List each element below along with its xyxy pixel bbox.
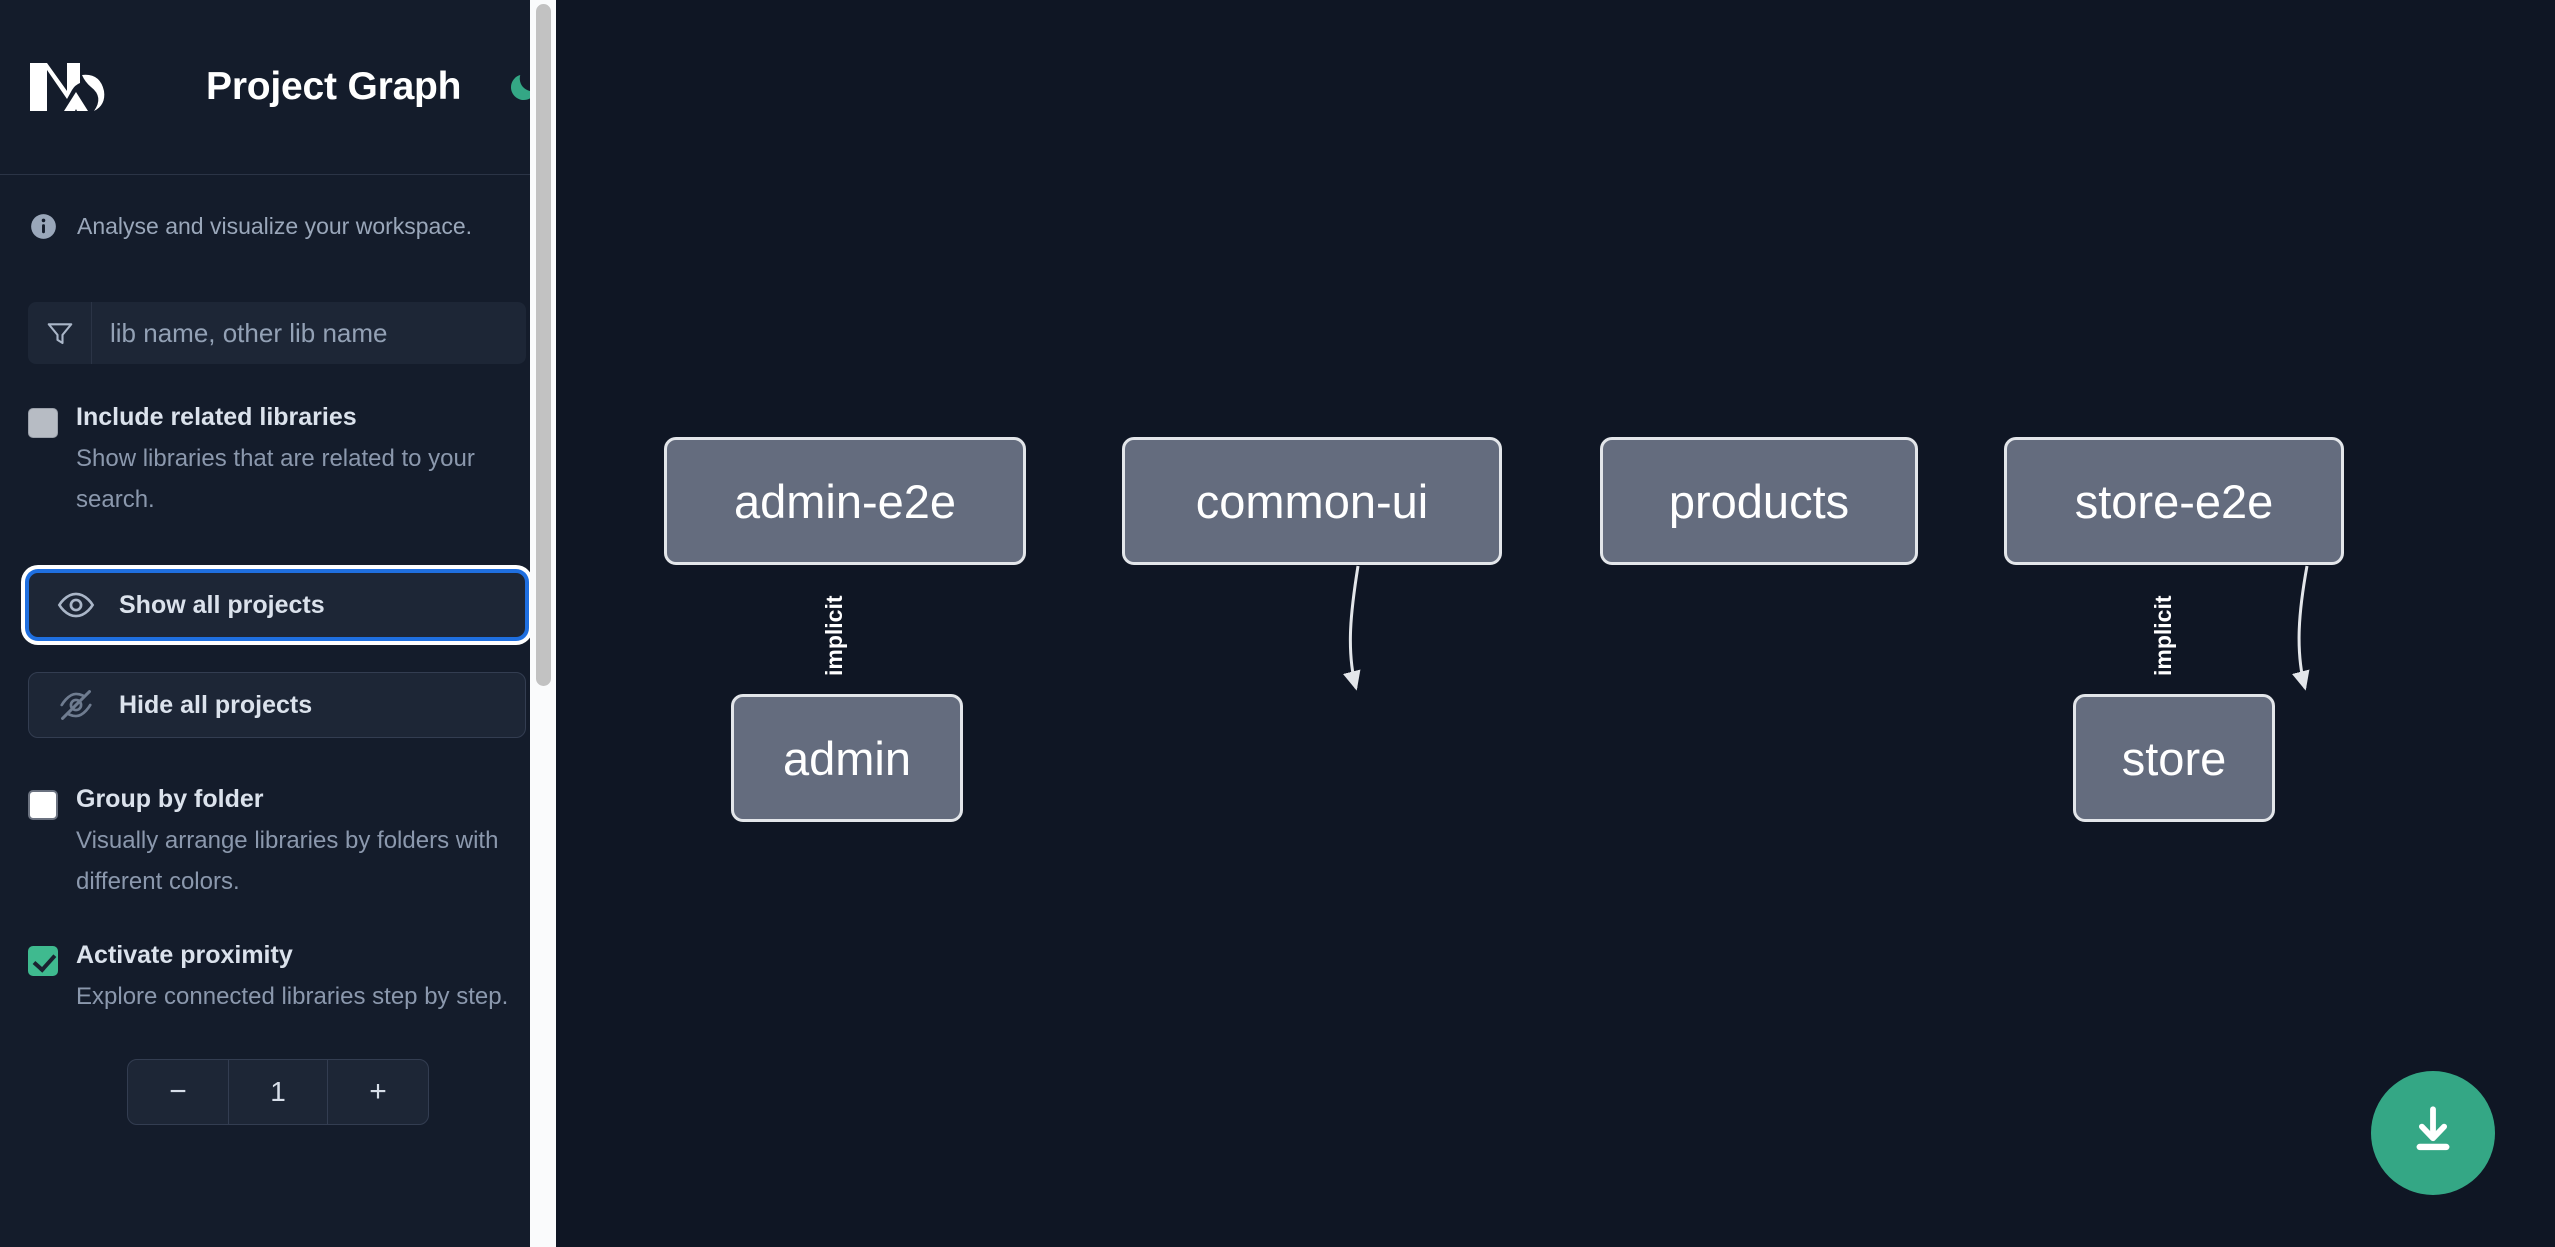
option-include-related-libraries[interactable]: Include related libraries Show libraries… <box>0 402 556 520</box>
graph-node-store[interactable]: store <box>2073 694 2275 822</box>
graph-canvas[interactable]: admin-e2e common-ui products store-e2e admin… <box>556 0 2555 1247</box>
project-visibility-buttons: Show all projects Hide all projects <box>0 572 556 738</box>
proximity-value[interactable]: 1 <box>228 1060 328 1124</box>
option-description: Explore connected libraries step by step… <box>76 983 509 1010</box>
eye-icon <box>57 586 95 624</box>
sidebar: Project Graph Analyse and visualize your… <box>0 0 556 1247</box>
eye-off-icon <box>57 686 95 724</box>
checkbox-include-related-libraries[interactable] <box>28 408 58 438</box>
button-label: Show all projects <box>119 590 325 619</box>
graph-edge-label: implicit <box>821 595 847 676</box>
info-icon <box>30 213 57 240</box>
download-graph-button[interactable] <box>2371 1071 2495 1195</box>
graph-node-common-ui[interactable]: common-ui <box>1122 437 1502 565</box>
graph-node-label: common-ui <box>1195 474 1429 528</box>
graph-node-label: store-e2e <box>2074 474 2274 528</box>
hide-all-projects-button[interactable]: Hide all projects <box>28 672 526 738</box>
option-description: Show libraries that are related to your … <box>76 445 475 513</box>
sidebar-header: Project Graph <box>0 0 556 175</box>
option-label: Activate proximity <box>76 941 293 969</box>
workspace-tagline: Analyse and visualize your workspace. <box>0 175 556 240</box>
sidebar-scrollbar[interactable] <box>530 0 556 1247</box>
proximity-stepper: − 1 + <box>0 1059 556 1125</box>
nx-logo-icon <box>26 55 126 119</box>
button-label: Hide all projects <box>119 690 313 719</box>
tagline-text: Analyse and visualize your workspace. <box>77 213 473 239</box>
graph-node-label: store <box>2121 731 2227 785</box>
option-description: Visually arrange libraries by folders wi… <box>76 827 499 895</box>
graph-node-label: admin-e2e <box>733 474 957 528</box>
graph-node-products[interactable]: products <box>1600 437 1918 565</box>
graph-edge-label: implicit <box>2150 595 2176 676</box>
checkbox-activate-proximity[interactable] <box>28 946 58 976</box>
option-label: Include related libraries <box>76 403 357 431</box>
filter-funnel-icon <box>28 302 92 364</box>
checkbox-group-by-folder[interactable] <box>28 790 58 820</box>
graph-edges <box>1343 565 2310 691</box>
show-all-projects-button[interactable]: Show all projects <box>28 572 526 638</box>
proximity-decrement-button[interactable]: − <box>169 1075 187 1108</box>
download-icon <box>2404 1102 2462 1165</box>
proximity-increment-button[interactable]: + <box>369 1075 387 1108</box>
search-field[interactable] <box>28 302 526 364</box>
graph-node-admin-e2e[interactable]: admin-e2e <box>664 437 1026 565</box>
graph-node-label: products <box>1668 474 1850 528</box>
option-label: Group by folder <box>76 785 264 813</box>
option-group-by-folder[interactable]: Group by folder Visually arrange librari… <box>0 784 556 902</box>
graph-node-admin[interactable]: admin <box>731 694 963 822</box>
sidebar-scrollbar-thumb[interactable] <box>536 4 551 686</box>
page-title: Project Graph <box>206 65 462 108</box>
search-input[interactable] <box>92 302 526 364</box>
graph-node-label: admin <box>782 731 911 785</box>
option-activate-proximity[interactable]: Activate proximity Explore connected lib… <box>0 940 556 1017</box>
sidebar-body: Analyse and visualize your workspace. In… <box>0 175 556 1125</box>
graph-node-store-e2e[interactable]: store-e2e <box>2004 437 2344 565</box>
